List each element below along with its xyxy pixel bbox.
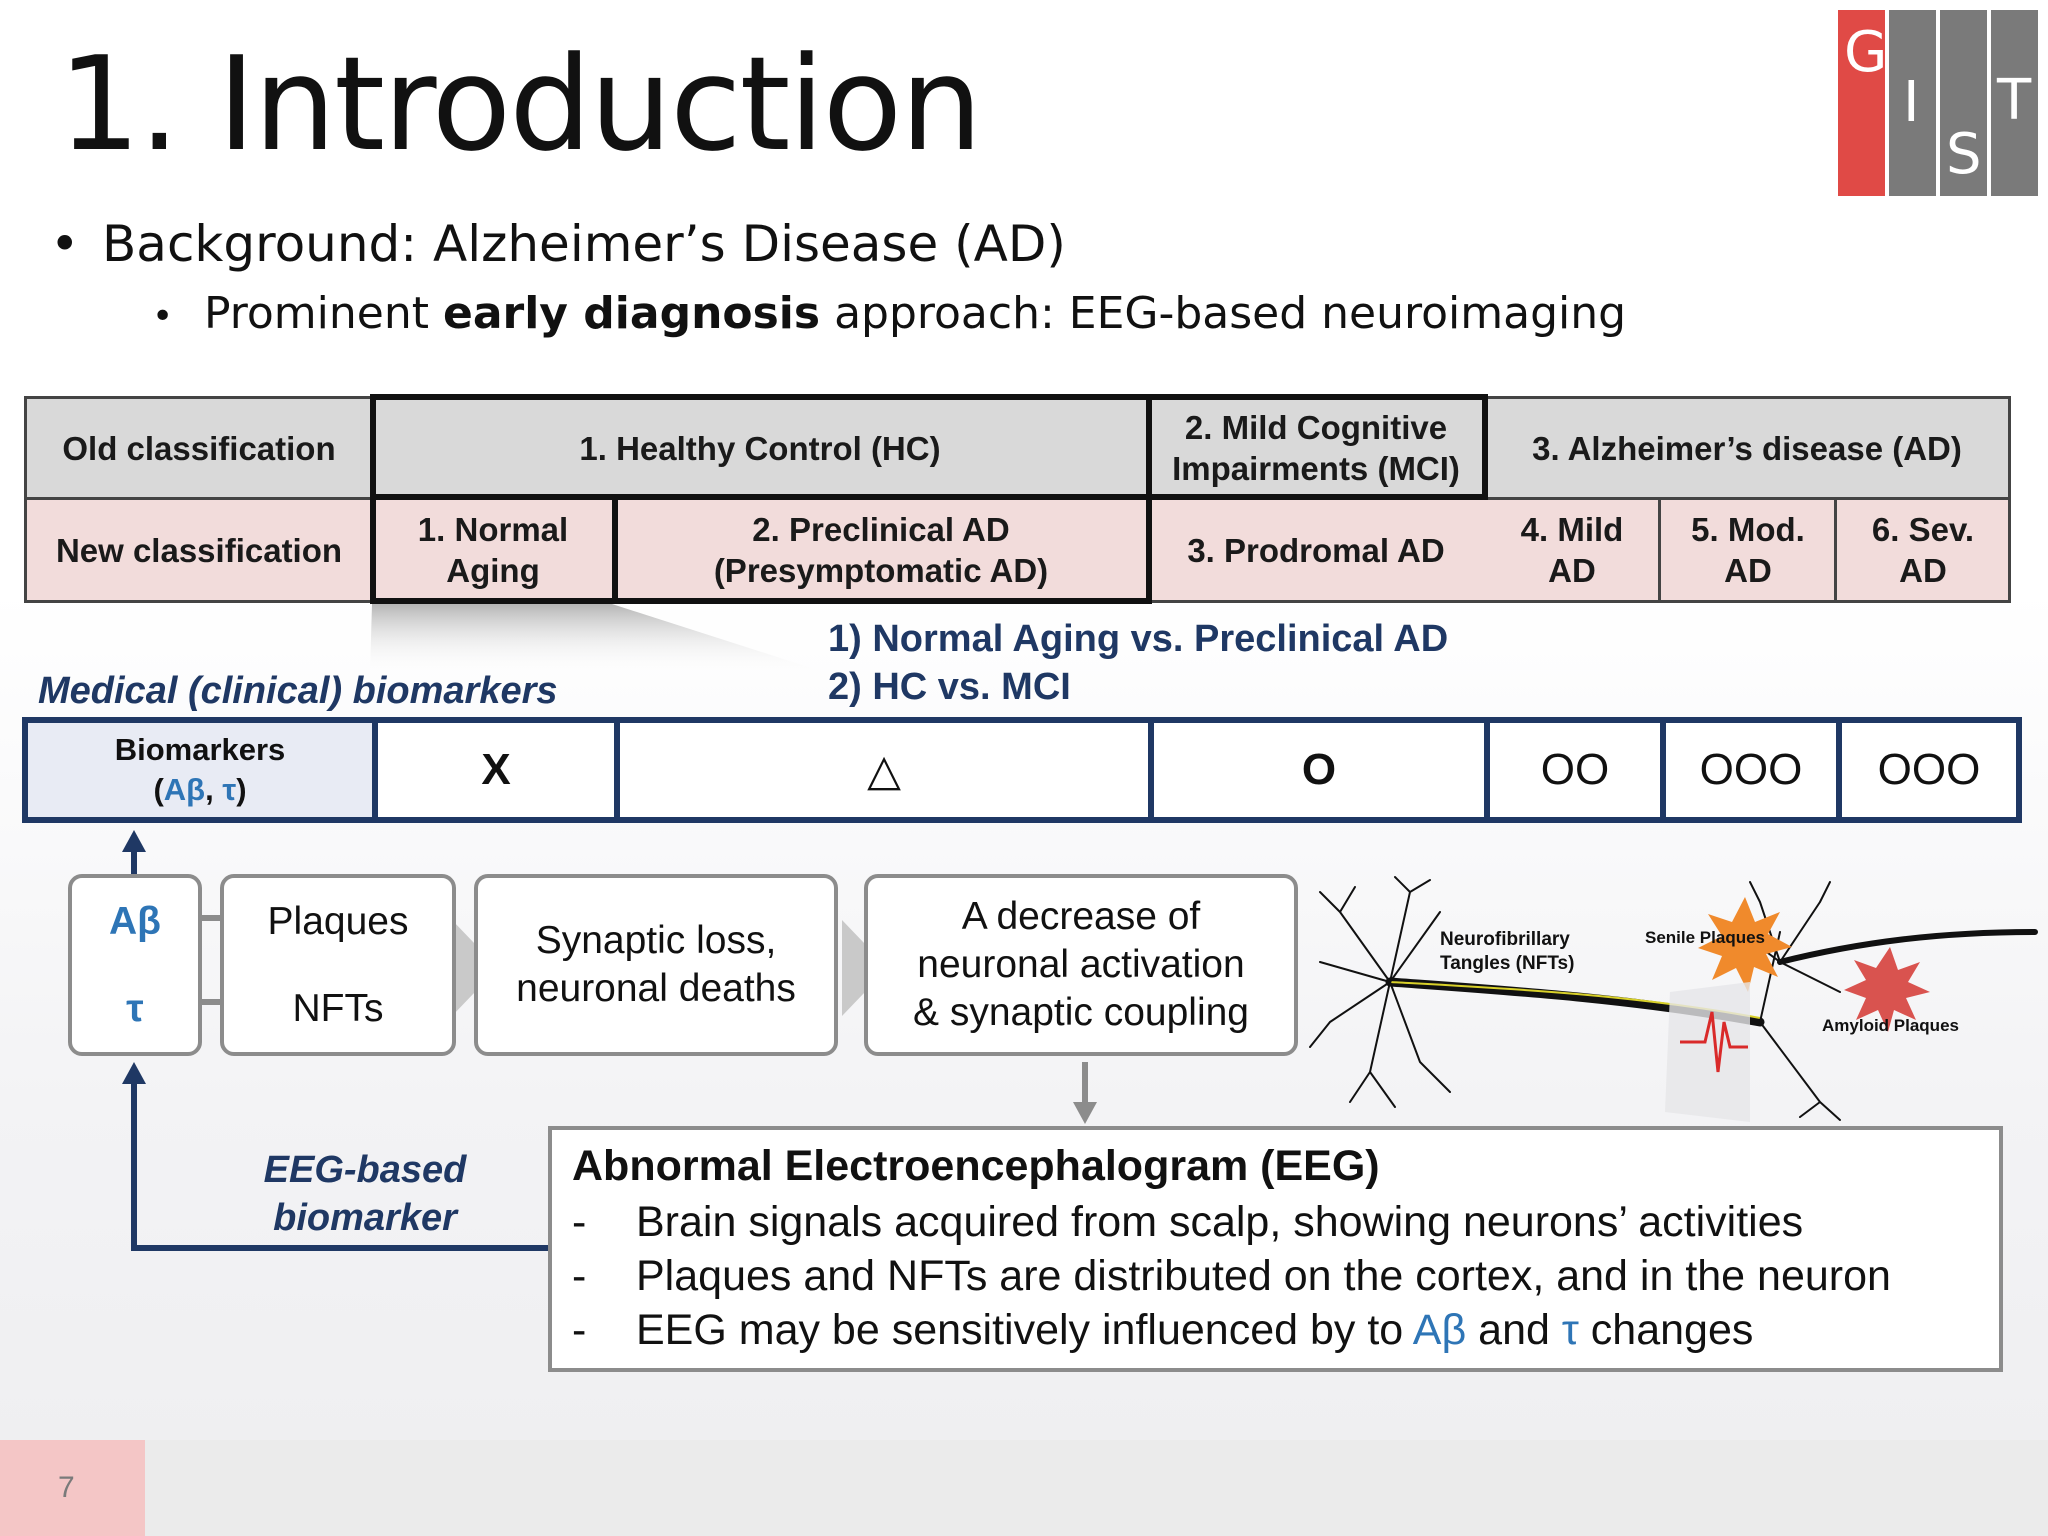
biomarker-label-cell: Biomarkers (Aβ, τ) (28, 723, 372, 817)
biomarker-value-normal: X (481, 745, 511, 794)
logo-bar-i: I (1889, 10, 1936, 196)
biomarker-divider (1148, 723, 1154, 817)
eeg-point: -Plaques and NFTs are distributed on the… (572, 1252, 1891, 1300)
new-classification-label: New classification (26, 498, 372, 602)
eeg-point: -EEG may be sensitively influenced by to… (572, 1306, 1754, 1354)
table-line (24, 396, 27, 603)
logo-bar-s: S (1940, 10, 1987, 196)
biomarker-row: Biomarkers (Aβ, τ) X △ O OO OOO OOO (22, 717, 2022, 823)
plaques-label: Plaques (267, 899, 409, 943)
biomarker-divider (372, 723, 378, 817)
comparison-list: 1) Normal Aging vs. Preclinical AD 2) HC… (828, 615, 1448, 711)
old-alzheimers: 3. Alzheimer’s disease (AD) (1484, 398, 2010, 498)
slide-footer (0, 1440, 2048, 1536)
table-thick-line (612, 494, 618, 604)
biomarker-value-severe: OOO (1877, 745, 1981, 794)
page-number: 7 (0, 1440, 145, 1536)
table-thick-line (372, 494, 1486, 500)
logo-bar-t: T (1991, 10, 2038, 196)
nfts-label: NFTs (292, 986, 384, 1030)
slide-title: 1. Introduction (58, 28, 983, 180)
biomarker-value-moderate: OOO (1699, 745, 1803, 794)
bullet-early-diagnosis: •Prominent early diagnosis approach: EEG… (152, 288, 1627, 339)
table-thick-line (372, 598, 1152, 604)
eeg-title: Abnormal Electroencephalogram (EEG) (572, 1142, 1380, 1190)
biomarker-divider (1484, 723, 1490, 817)
table-thick-line (1482, 394, 1488, 500)
biomarker-value-preclinical: △ (867, 745, 901, 795)
synaptic-loss-box: Synaptic loss,neuronal deaths (474, 874, 838, 1056)
senile-plaques-annotation: Senile Plaques (1645, 928, 1765, 947)
zoom-wedge (370, 604, 830, 674)
table-line (1658, 498, 1661, 602)
new-preclinical-ad: 2. Preclinical AD(Presymptomatic AD) (614, 498, 1148, 602)
comparison-item: 1) Normal Aging vs. Preclinical AD (828, 618, 1449, 660)
logo-bar-g: G (1838, 10, 1887, 196)
old-classification-label: Old classification (26, 398, 372, 498)
plaques-nfts-box: Plaques NFTs (220, 874, 456, 1056)
ab-tau-box: Aβ τ (68, 874, 202, 1056)
comparison-item: 2) HC vs. MCI (828, 666, 1071, 708)
new-prodromal-ad: 3. Prodromal AD (1148, 498, 1484, 602)
tau-label: τ (126, 986, 144, 1030)
biomarker-divider (614, 723, 620, 817)
ab-label: Aβ (109, 899, 161, 943)
table-line (1834, 498, 1837, 602)
biomarker-value-prodromal: O (1301, 745, 1337, 794)
eeg-point: -Brain signals acquired from scalp, show… (572, 1198, 1804, 1246)
new-moderate-ad: 5. Mod.AD (1660, 498, 1836, 602)
medical-biomarkers-label: Medical (clinical) biomarkers (38, 670, 558, 712)
biomarker-value-mild: OO (1540, 745, 1610, 794)
new-severe-ad: 6. Sev.AD (1836, 498, 2010, 602)
biomarker-divider (1836, 723, 1842, 817)
bullet-background: •Background: Alzheimer’s Disease (AD) (50, 215, 1066, 273)
eeg-description-box: Abnormal Electroencephalogram (EEG) -Bra… (548, 1126, 2003, 1372)
amyloid-plaques-annotation: Amyloid Plaques (1822, 1016, 1959, 1035)
gist-logo: G I S T (1838, 10, 2038, 196)
old-healthy-control: 1. Healthy Control (HC) (372, 398, 1148, 498)
table-thick-line (372, 394, 1486, 400)
neuron-illustration (1309, 876, 2038, 1122)
table-line (2008, 396, 2011, 603)
biomarker-divider (1660, 723, 1666, 817)
